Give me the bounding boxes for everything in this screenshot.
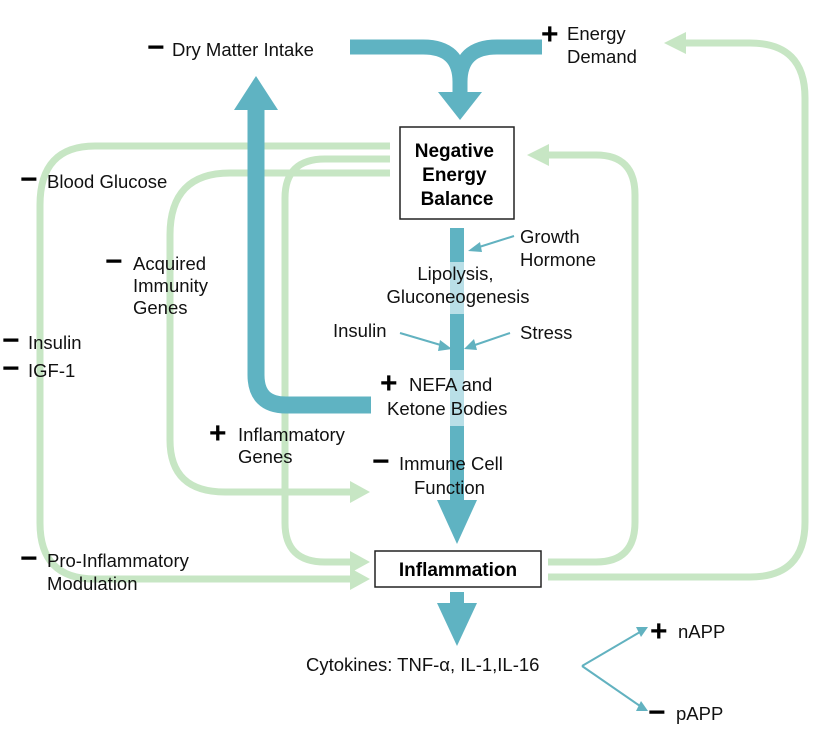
arrowhead-down-to-cytokines (437, 603, 477, 646)
signs: − + − − − − + − + − + − (2, 18, 668, 729)
pro-inflammatory-modulation-label: Pro-Inflammatory Modulation (47, 550, 194, 594)
head-napp (636, 627, 648, 637)
lipolysis-label: Lipolysis, Gluconeogenesis (387, 263, 530, 307)
sign-dry-matter-intake: − (147, 31, 165, 64)
labels: Dry Matter Intake Energy Demand Blood Gl… (28, 23, 725, 724)
cytokines-to-napp-arrow (581, 631, 641, 667)
head-insulin-center (438, 340, 452, 351)
sign-napp: + (650, 615, 668, 648)
stress-label: Stress (520, 322, 572, 343)
dry-matter-intake-label: Dry Matter Intake (172, 39, 314, 60)
growth-hormone-arrow (475, 235, 515, 249)
head-papp (636, 701, 648, 711)
sign-energy-demand: + (541, 18, 559, 51)
green-feedback-loops (36, 39, 809, 583)
sign-inflammatory-genes: + (209, 417, 227, 450)
arrowhead-down-to-inflammation (437, 500, 477, 544)
inflammation-to-cytokines-shaft (450, 592, 464, 604)
inflammation-label: Inflammation (399, 560, 517, 581)
immune-cell-function-label: Immune Cell Function (399, 453, 508, 498)
sign-igf1: − (2, 352, 20, 385)
sign-blood-glucose: − (20, 163, 38, 196)
papp-label: pAPP (676, 703, 723, 724)
thin-arrows (399, 235, 641, 707)
sign-nefa: + (380, 367, 398, 400)
sign-papp: − (648, 696, 666, 729)
arrowhead-to-inflammation (350, 551, 370, 573)
sign-immune-cell: − (372, 445, 390, 478)
arrowhead-to-pro-inflammatory (350, 568, 370, 590)
arrowhead-down-to-neb (438, 92, 482, 120)
arrowhead-to-neb (527, 144, 549, 166)
igf1-label: IGF-1 (28, 360, 75, 381)
teal-main-flow (234, 39, 542, 646)
insulin-center-label: Insulin (333, 320, 386, 341)
top-merge-path (350, 39, 542, 92)
shaft-highlight-nefa (450, 370, 464, 426)
loop-inflammation-to-energy-demand (548, 39, 809, 581)
insulin-center-arrow (399, 332, 445, 347)
cytokines-to-papp-arrow (581, 665, 641, 707)
sign-acquired-immunity: − (105, 245, 123, 278)
arrowhead-to-energy-demand (664, 32, 686, 54)
inflammation-box (374, 550, 542, 588)
loop-inflammatory-genes (281, 155, 390, 566)
inflammatory-genes-label: Inflammatory Genes (238, 424, 350, 467)
shaft-highlight-lipolysis (450, 262, 464, 314)
arrowhead-up-to-dmi (234, 76, 278, 110)
stress-arrow (471, 332, 511, 347)
loop-blood-glucose (36, 142, 390, 583)
thin-arrowheads (438, 242, 648, 711)
sign-pro-inflammatory: − (20, 542, 38, 575)
green-arrowheads (350, 32, 686, 590)
loop-inflammation-to-neb (547, 151, 639, 566)
cytokines-label: Cytokines: TNF-α, IL-1,IL-16 (306, 654, 539, 675)
head-stress (464, 339, 477, 350)
napp-label: nAPP (678, 621, 725, 642)
insulin-left-label: Insulin (28, 332, 81, 353)
growth-hormone-label: Growth Hormone (520, 226, 596, 270)
nefa-ketone-label: NEFA and Ketone Bodies (387, 374, 507, 419)
nefa-to-dmi-path (247, 108, 371, 414)
head-growth-hormone (468, 242, 482, 252)
acquired-immunity-genes-label: Acquired Immunity Genes (133, 253, 213, 318)
negative-energy-balance-box (399, 126, 515, 220)
energy-demand-label: Energy Demand (567, 23, 637, 67)
blood-glucose-label: Blood Glucose (47, 171, 167, 192)
negative-energy-balance-label: Negative Energy Balance (415, 141, 499, 210)
arrowhead-to-immune-cell (350, 481, 370, 503)
loop-acquired-immunity (166, 169, 390, 496)
sign-insulin-left: − (2, 324, 20, 357)
